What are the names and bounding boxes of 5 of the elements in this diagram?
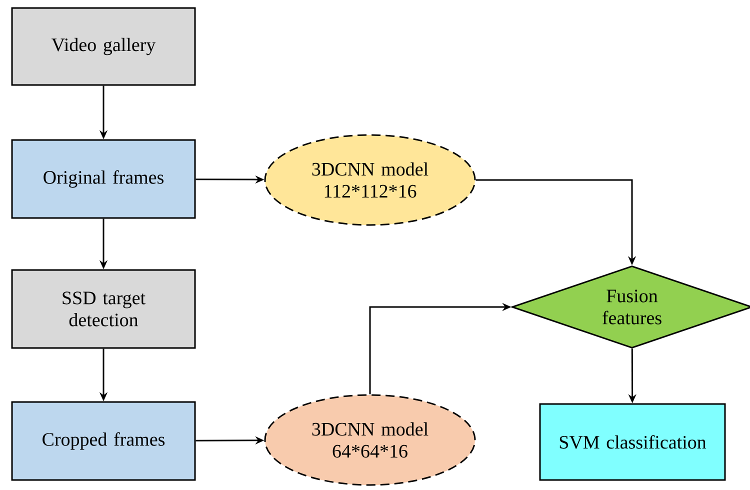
process-box: Original frames (11, 139, 196, 219)
process-box: Cropped frames (11, 401, 196, 481)
process-box: SSD target detection (11, 269, 196, 349)
process-box: Video gallery (11, 7, 196, 86)
process-box: SVM classification (539, 403, 726, 481)
